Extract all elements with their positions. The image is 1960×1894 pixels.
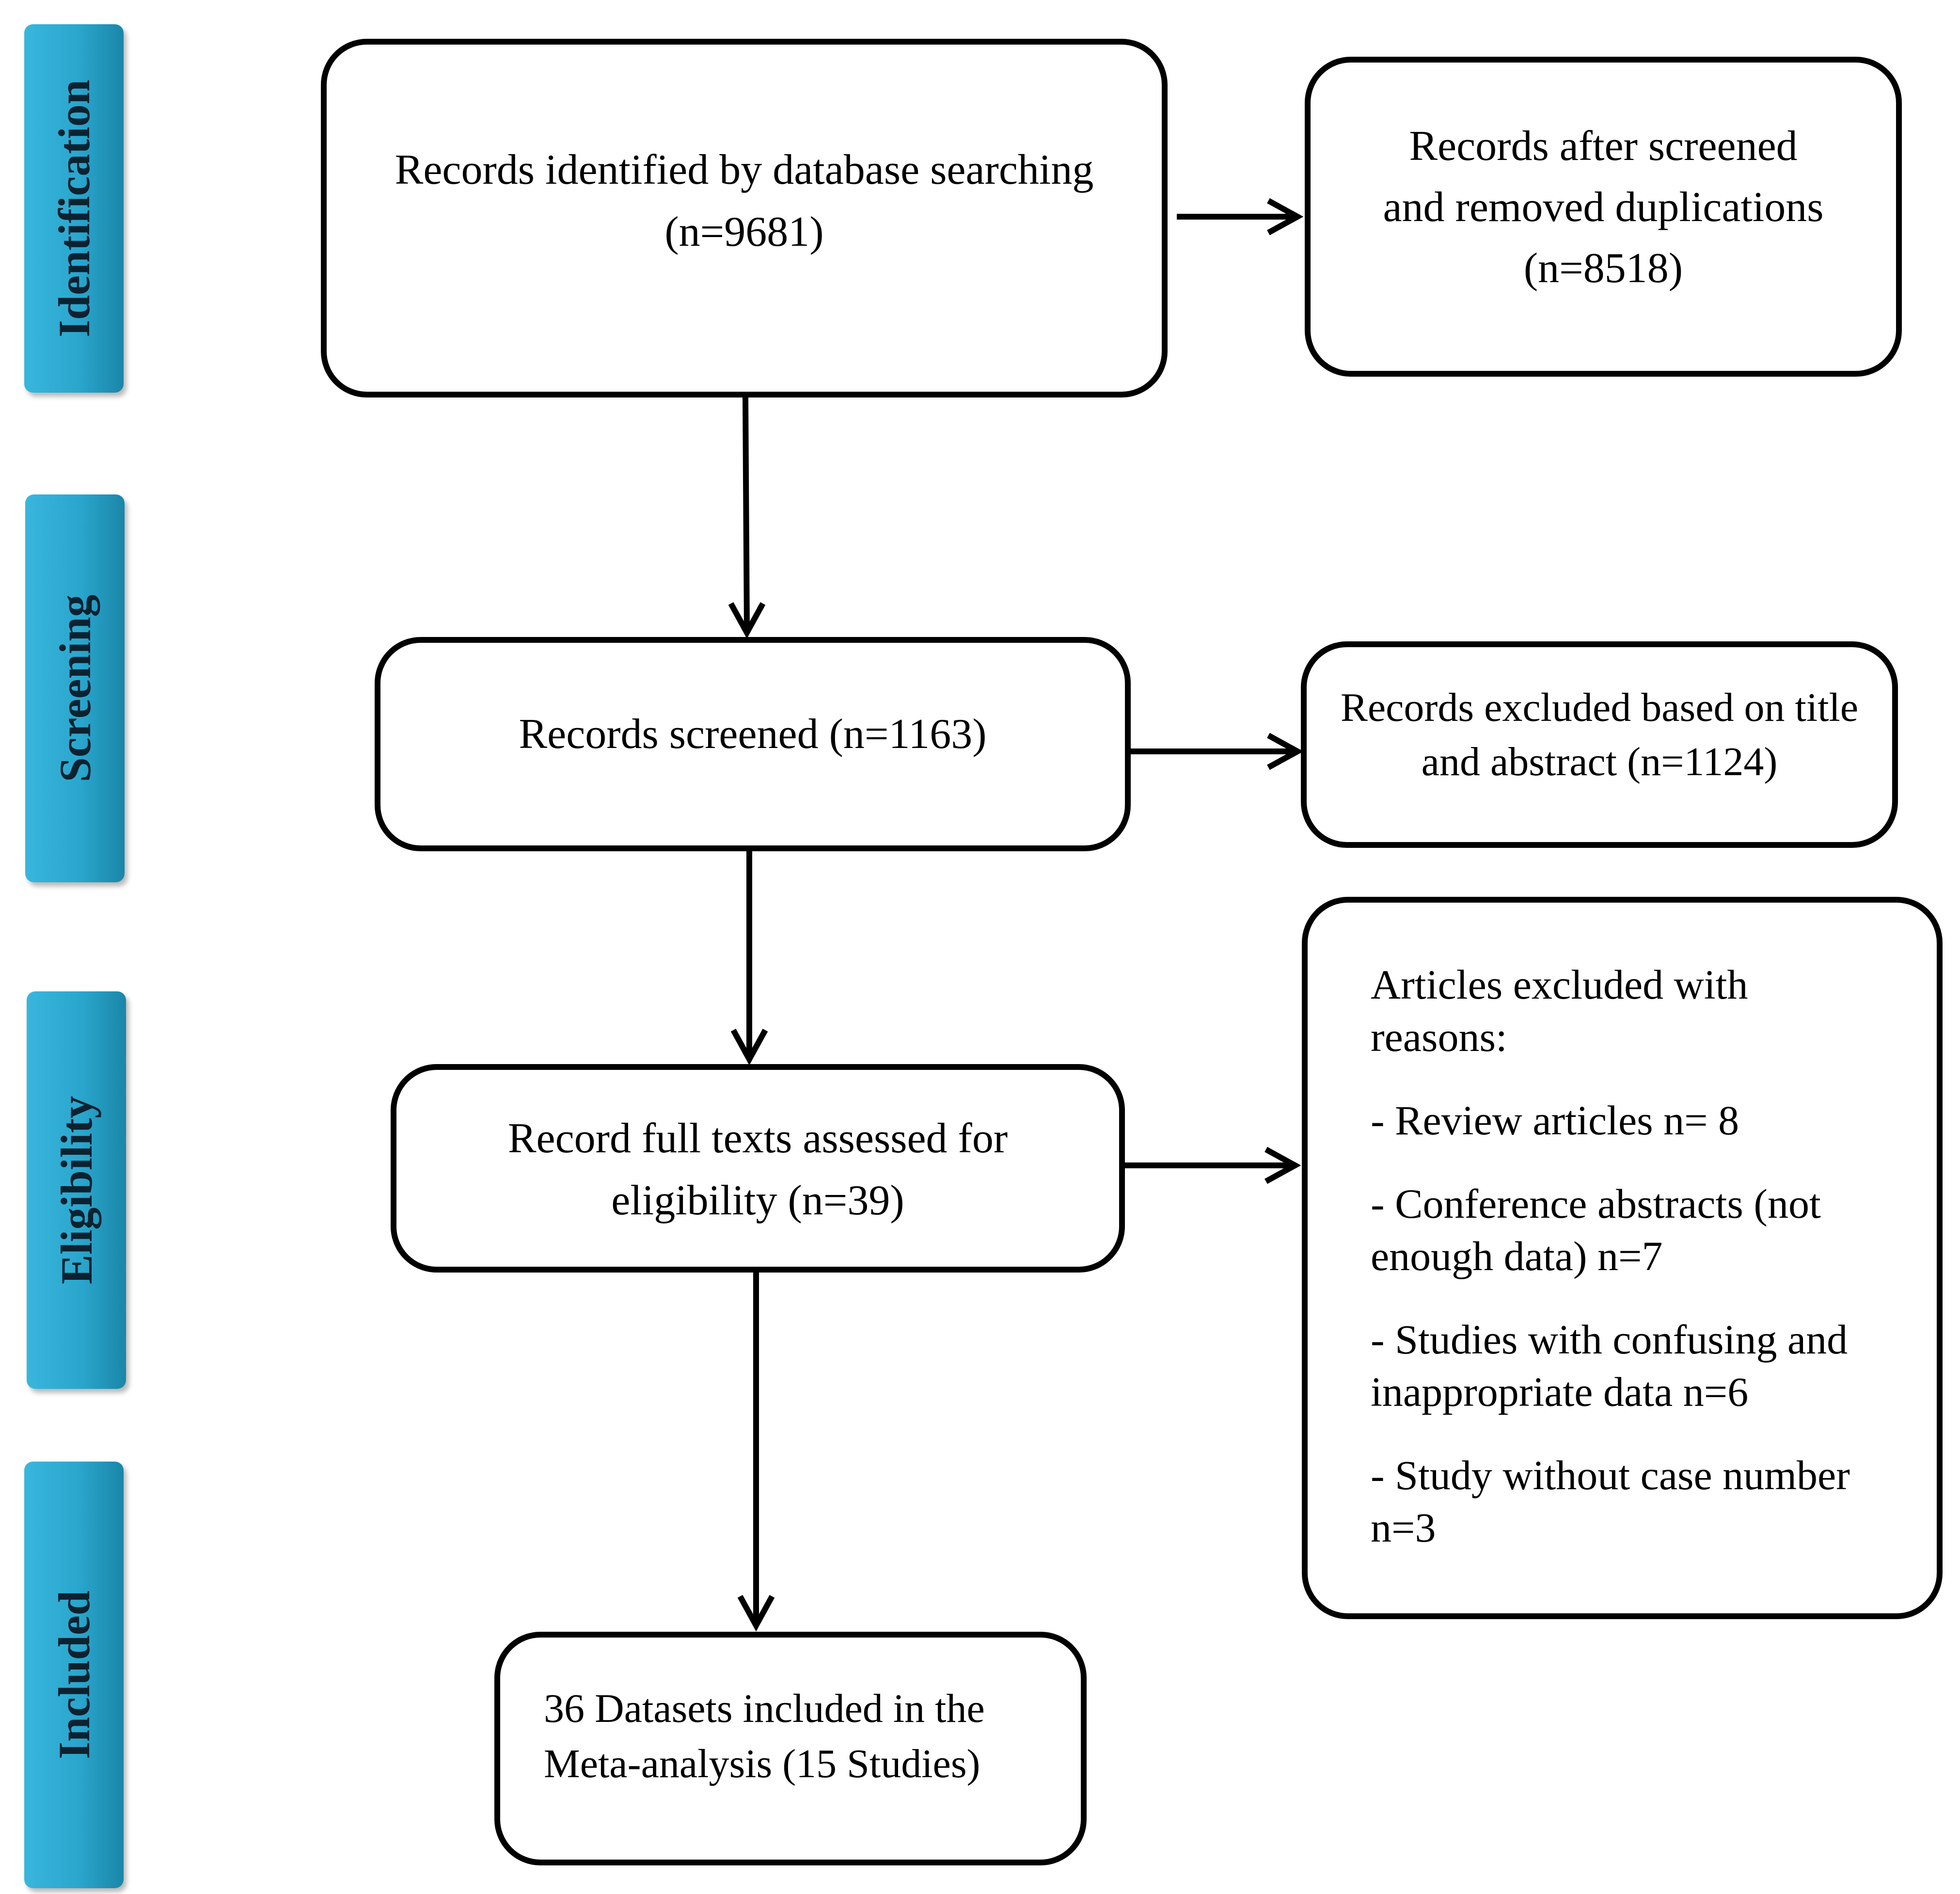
phase-tab-screening: Screening — [25, 494, 125, 882]
box-datasets-included: 36 Datasets included in the Meta-analysi… — [494, 1632, 1087, 1865]
arrowhead-identified-to-duplicates — [1267, 198, 1304, 236]
box-full-text-assessed: Record full texts assessed for eligibili… — [391, 1064, 1125, 1273]
box-records-identified: Records identified by database searching… — [321, 39, 1168, 398]
box-records-screened: Records screened (n=1163) — [375, 637, 1131, 851]
box-articles-excluded: Articles excluded with reasons: - Review… — [1302, 897, 1943, 1619]
arrowhead-screened-to-fulltext — [730, 1029, 768, 1066]
arrow-identified-to-screened — [743, 397, 750, 630]
phase-tab-included: Included — [24, 1462, 124, 1888]
full-text-assessed-text: Record full texts assessed for eligibili… — [507, 1115, 1008, 1224]
records-screened-text: Records screened (n=1163) — [519, 711, 987, 758]
exclusion-reason-review: - Review articles n= 8 — [1371, 1097, 1739, 1144]
phase-tab-eligibility: Eligibility — [27, 991, 126, 1389]
datasets-included-text: 36 Datasets included in the Meta-analysi… — [544, 1686, 985, 1786]
exclusion-reason-conference: - Conference abstracts (not enough data)… — [1371, 1180, 1821, 1279]
box-records-excluded-title-abstract: Records excluded based on title and abst… — [1301, 641, 1898, 848]
exclusion-reason-confusing-data: - Studies with confusing and inappropria… — [1371, 1316, 1848, 1415]
exclusions-heading: Articles excluded with reasons: — [1371, 961, 1748, 1060]
arrowhead-fulltext-to-exclusions — [1265, 1146, 1301, 1184]
arrowhead-screened-to-excluded — [1267, 732, 1304, 770]
records-identified-text: Records identified by database searching… — [395, 146, 1094, 255]
exclusion-reason-no-case-number: - Study without case number n=3 — [1371, 1452, 1850, 1551]
records-excluded-title-abstract-text: Records excluded based on title and abst… — [1340, 685, 1859, 784]
phase-tab-identification: Identification — [24, 24, 124, 393]
records-after-duplicates-text: Records after screened and removed dupli… — [1383, 123, 1824, 292]
arrowhead-fulltext-to-included — [737, 1595, 775, 1632]
box-records-after-duplicates: Records after screened and removed dupli… — [1305, 57, 1902, 377]
arrowhead-identified-to-screened — [728, 602, 766, 639]
